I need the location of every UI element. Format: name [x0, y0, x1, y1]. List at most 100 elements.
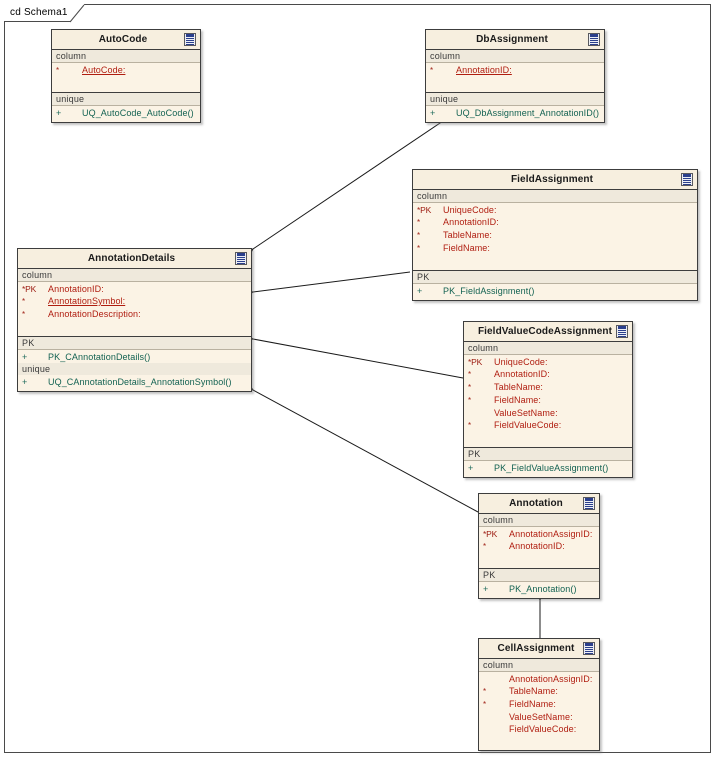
class-name-label: AnnotationDetails: [87, 253, 176, 264]
diagram-frame-label: cd Schema1: [4, 4, 85, 22]
attribute-marker: *: [417, 218, 420, 227]
attribute-row: * AutoCode:: [52, 64, 200, 77]
table-icon: [588, 33, 600, 46]
section-header: unique: [426, 93, 604, 106]
class-section-column: column * AutoCode:: [52, 50, 200, 92]
attribute-label: UniqueCode:: [443, 205, 497, 215]
operation-marker: +: [22, 377, 28, 387]
table-icon: [184, 33, 196, 46]
class-section-pk: PK + PK_FieldAssignment(): [413, 270, 697, 300]
attribute-row-spacer: [479, 735, 599, 747]
attribute-row: * FieldValueCode:: [464, 419, 632, 432]
attribute-row: * AnnotationID:: [413, 216, 697, 229]
section-header: unique: [18, 363, 251, 375]
operation-row: + PK_FieldValueAssignment(): [464, 462, 632, 474]
table-icon: [583, 642, 595, 655]
class-section-column: column *PK UniqueCode: * AnnotationID: *…: [464, 342, 632, 447]
table-icon: [616, 325, 628, 338]
operation-marker: +: [417, 286, 423, 296]
attribute-label: AnnotationID:: [509, 541, 565, 551]
attribute-row: * TableName:: [479, 685, 599, 698]
attribute-marker: *PK: [468, 357, 483, 367]
attribute-label: TableName:: [443, 230, 493, 240]
attribute-marker: *: [56, 66, 59, 75]
attribute-marker: *: [417, 231, 420, 240]
attribute-label: AnnotationAssignID:: [509, 674, 593, 684]
attribute-marker: *: [483, 542, 486, 551]
class-section-pk: PK + PK_CAnnotationDetails() unique + UQ…: [18, 336, 251, 391]
operation-marker: +: [56, 108, 62, 118]
operation-row: + UQ_AutoCode_AutoCode(): [52, 107, 200, 119]
attribute-row-spacer: [464, 432, 632, 444]
attribute-marker: *: [430, 66, 433, 75]
attribute-marker: *: [468, 383, 471, 392]
attribute-label: FieldName:: [509, 699, 557, 709]
class-section-column: column *PK AnnotationAssignID: * Annotat…: [479, 514, 599, 568]
class-section-unique: unique + UQ_AutoCode_AutoCode(): [52, 92, 200, 122]
class-name-label: FieldAssignment: [510, 174, 594, 185]
operation-marker: +: [22, 352, 28, 362]
class-section-column: column AnnotationAssignID: * TableName: …: [479, 659, 599, 750]
section-header: PK: [413, 271, 697, 284]
section-body: + UQ_DbAssignment_AnnotationID(): [426, 106, 604, 122]
section-body: *PK UniqueCode: * AnnotationID: * TableN…: [413, 203, 697, 270]
section-header: unique: [52, 93, 200, 106]
attribute-row-spacer: [426, 77, 604, 89]
attribute-label: AnnotationID:: [456, 65, 512, 75]
attribute-row: * AnnotationSymbol:: [18, 295, 251, 308]
class-box-annotation[interactable]: Annotation column *PK AnnotationAssignID…: [478, 493, 600, 599]
class-title-annotationdetails: AnnotationDetails: [18, 249, 251, 269]
attribute-row: FieldValueCode:: [479, 723, 599, 735]
attribute-label: AnnotationID:: [48, 284, 104, 294]
class-box-autocode[interactable]: AutoCode column * AutoCode: unique + UQ_…: [51, 29, 201, 123]
class-name-label: AutoCode: [98, 34, 148, 45]
section-header: column: [464, 342, 632, 355]
attribute-row: ValueSetName:: [479, 711, 599, 723]
section-header: column: [426, 50, 604, 63]
attribute-label: TableName:: [494, 382, 544, 392]
attribute-row: * AnnotationID:: [464, 368, 632, 381]
class-box-fieldassignment[interactable]: FieldAssignment column *PK UniqueCode: *…: [412, 169, 698, 301]
class-title-fieldvaluecodeassignment: FieldValueCodeAssignment: [464, 322, 632, 342]
class-box-fieldvaluecodeassignment[interactable]: FieldValueCodeAssignment column *PK Uniq…: [463, 321, 633, 478]
class-section-unique: unique + UQ_DbAssignment_AnnotationID(): [426, 92, 604, 122]
section-body: + UQ_CAnnotationDetails_AnnotationSymbol…: [18, 375, 251, 391]
attribute-marker: *: [22, 297, 25, 306]
attribute-row: * TableName:: [464, 381, 632, 394]
operation-marker: +: [483, 584, 489, 594]
operation-row: + UQ_DbAssignment_AnnotationID(): [426, 107, 604, 119]
attribute-label: TableName:: [509, 686, 559, 696]
section-body: AnnotationAssignID: * TableName: * Field…: [479, 672, 599, 750]
attribute-marker: *PK: [483, 529, 498, 539]
class-box-annotationdetails[interactable]: AnnotationDetails column *PK AnnotationI…: [17, 248, 252, 392]
attribute-label: FieldValueCode:: [509, 724, 577, 734]
table-icon: [681, 173, 693, 186]
table-icon: [235, 252, 247, 265]
attribute-label: AnnotationDescription:: [48, 309, 141, 319]
class-title-annotation: Annotation: [479, 494, 599, 514]
operation-label: UQ_AutoCode_AutoCode(): [82, 108, 194, 118]
class-name-label: FieldValueCodeAssignment: [477, 326, 613, 337]
section-body: + PK_FieldAssignment(): [413, 284, 697, 300]
section-header: column: [413, 190, 697, 203]
section-body: + PK_Annotation(): [479, 582, 599, 598]
section-header: column: [52, 50, 200, 63]
attribute-row: * AnnotationID:: [479, 540, 599, 553]
attribute-label: AnnotationID:: [494, 369, 550, 379]
class-box-dbassignment[interactable]: DbAssignment column * AnnotationID: uniq…: [425, 29, 605, 123]
operation-row: + PK_Annotation(): [479, 583, 599, 595]
operation-label: PK_FieldValueAssignment(): [494, 463, 609, 473]
attribute-row-spacer: [52, 77, 200, 89]
class-section-column: column *PK AnnotationID: * AnnotationSym…: [18, 269, 251, 336]
attribute-marker: *: [417, 244, 420, 253]
operation-marker: +: [430, 108, 436, 118]
attribute-row: *PK AnnotationAssignID:: [479, 528, 599, 540]
class-name-label: DbAssignment: [476, 34, 548, 45]
attribute-marker: *: [468, 370, 471, 379]
class-box-cellassignment[interactable]: CellAssignment column AnnotationAssignID…: [478, 638, 600, 751]
attribute-row: * TableName:: [413, 229, 697, 242]
attribute-label: FieldValueCode:: [494, 420, 562, 430]
class-section-column: column *PK UniqueCode: * AnnotationID: *…: [413, 190, 697, 270]
attribute-row: *PK AnnotationID:: [18, 283, 251, 295]
